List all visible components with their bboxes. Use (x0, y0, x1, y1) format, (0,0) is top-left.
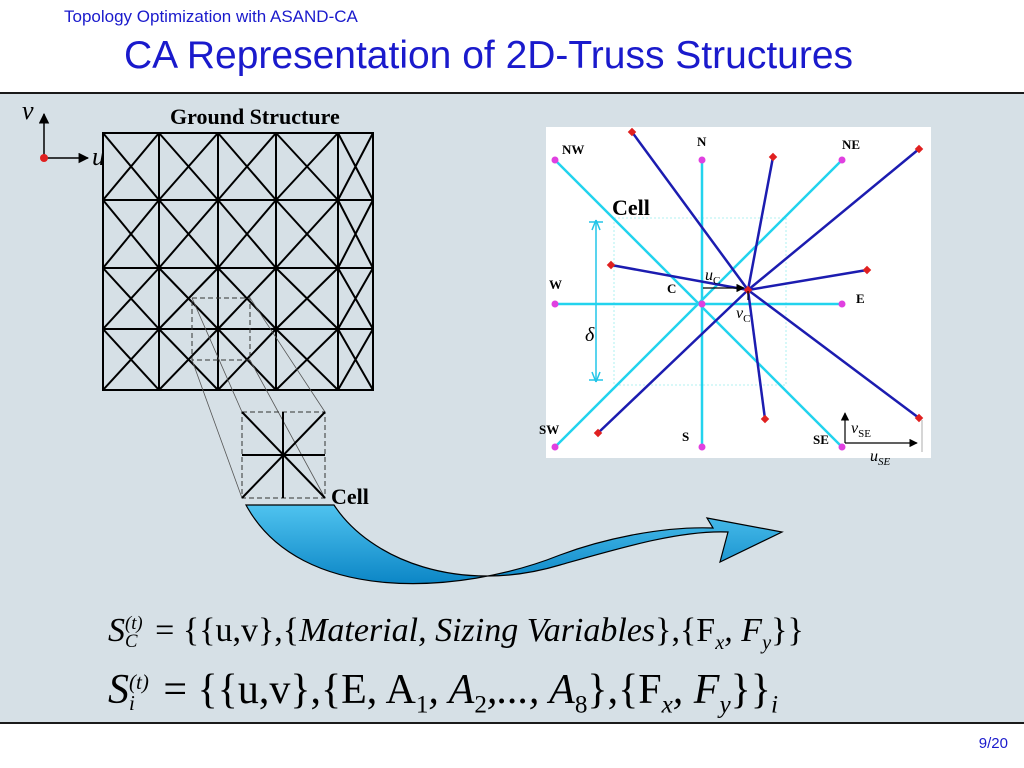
transition-arrow (244, 504, 784, 585)
node-label-nw: NW (562, 142, 585, 157)
slide-title: CA Representation of 2D-Truss Structures (124, 34, 854, 77)
node-label-c: C (667, 281, 677, 296)
equation-state-i: S(t)i = {{u,v},{E, A1, A2,..., A8},{Fx, … (108, 667, 778, 719)
cell-label: Cell (331, 484, 369, 509)
cell-boundary (613, 217, 787, 386)
uc-label: uC (705, 267, 721, 288)
page-number: 9/20 (978, 735, 1008, 752)
node-label-sw: SW (539, 422, 560, 437)
se-local-axes (840, 412, 923, 452)
zoom-connector-lines (191, 297, 326, 499)
cell-diagram-panel (546, 127, 931, 458)
uv-axis-indicator (38, 112, 90, 164)
delta-label: δ (585, 324, 595, 346)
equation-state-c: S(t)C = {{u,v},{Material, Sizing Variabl… (108, 612, 804, 654)
node-label-se: SE (813, 432, 829, 447)
node-label-s: S (682, 429, 690, 444)
use-label: uSE (870, 448, 891, 469)
u-axis-label: u (92, 142, 105, 171)
undeformed-nodes (551, 156, 846, 451)
slide-subtitle: Topology Optimization with ASAND-CA (64, 7, 358, 26)
node-label-ne: NE (842, 137, 861, 152)
delta-dimension (589, 219, 603, 383)
ground-structure-label: Ground Structure (170, 104, 340, 129)
node-label-w: W (549, 277, 562, 292)
ground-structure-grid (102, 132, 374, 391)
vse-label: vSE (851, 420, 871, 441)
deformed-members (597, 131, 920, 434)
node-label-e: E (856, 291, 865, 306)
vc-label: vC (736, 305, 751, 326)
node-label-n: N (697, 134, 707, 149)
zoomed-cell (241, 411, 326, 499)
v-axis-label: v (22, 96, 34, 125)
highlighted-cell (191, 297, 251, 361)
cell-diagram-title: Cell (612, 195, 650, 220)
